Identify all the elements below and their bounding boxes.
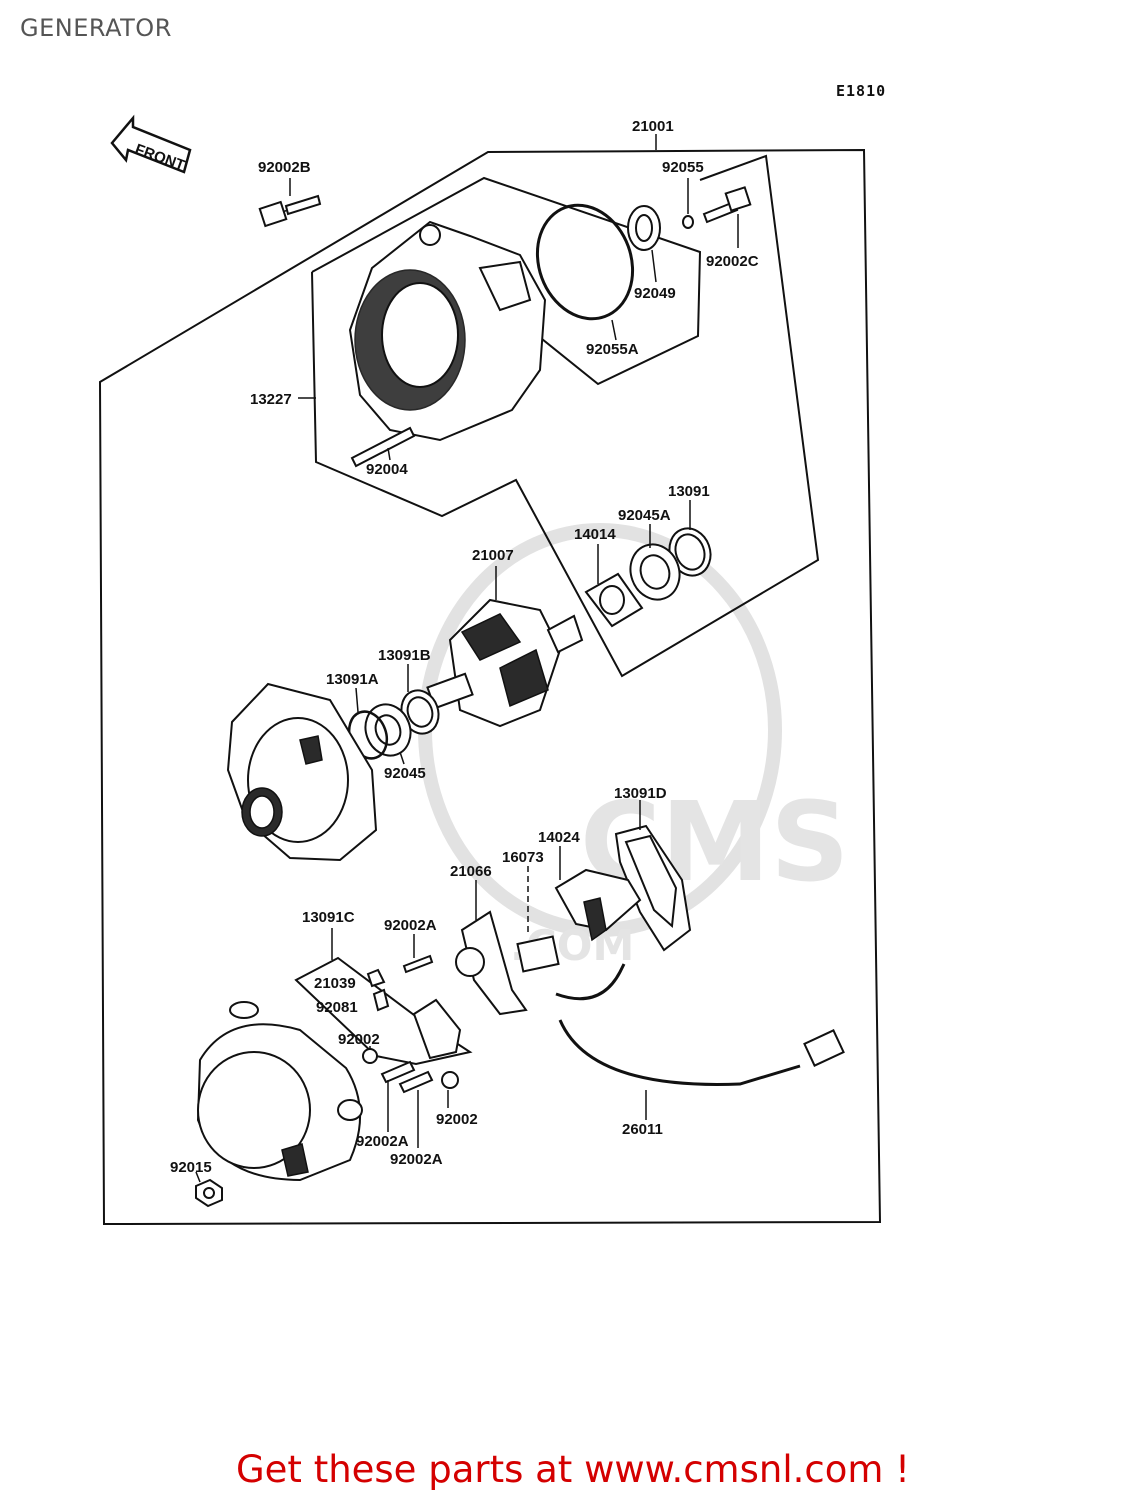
label-92081: 92081 <box>316 999 358 1016</box>
label-21066: 21066 <box>450 863 492 880</box>
brush-spring-parts <box>366 968 390 1012</box>
seal-92049 <box>627 205 661 283</box>
assembly-frame <box>98 148 882 1226</box>
label-92002-1: 92002 <box>338 1031 380 1048</box>
bracket-14024 <box>554 846 642 942</box>
generator-exploded-diagram: CMS .COM E1810 FRONT <box>98 82 886 1226</box>
label-13091C: 13091C <box>302 909 355 926</box>
label-21039: 21039 <box>314 975 356 992</box>
stud-92004 <box>350 426 416 468</box>
screw-92002A-2 <box>380 1060 416 1132</box>
label-92002-2: 92002 <box>436 1111 478 1128</box>
bolt-92002B <box>258 178 322 228</box>
label-26011: 26011 <box>622 1121 663 1138</box>
insulator-13091C <box>331 928 462 1060</box>
label-92002B: 92002B <box>258 159 311 176</box>
label-92055: 92055 <box>662 159 704 176</box>
label-13091: 13091 <box>668 483 710 500</box>
label-92002A-1: 92002A <box>384 917 437 934</box>
label-92002A-3: 92002A <box>390 1151 443 1168</box>
label-13091B: 13091B <box>378 647 431 664</box>
label-92045: 92045 <box>384 765 426 782</box>
page-title: GENERATOR <box>20 14 172 42</box>
label-21001: 21001 <box>632 118 674 135</box>
bolt-92002C <box>702 186 752 248</box>
label-14024: 14024 <box>538 829 580 846</box>
screw-92002-1 <box>362 1046 378 1064</box>
regulator-21066 <box>455 880 528 1016</box>
rear-housing-frame <box>311 176 702 386</box>
nut-92015 <box>195 1171 223 1208</box>
front-housing <box>226 682 378 862</box>
oring-92055A <box>535 203 635 341</box>
front-arrow-icon: FRONT <box>110 114 192 174</box>
ring-13091 <box>668 500 712 577</box>
screw-92002A-1 <box>402 934 434 974</box>
label-13091A: 13091A <box>326 671 379 688</box>
screw-92002-2 <box>441 1071 459 1108</box>
brush-16073 <box>516 866 560 973</box>
label-92002C: 92002C <box>706 253 759 270</box>
label-92004: 92004 <box>366 461 408 478</box>
ring-13091B <box>400 664 440 735</box>
label-21007: 21007 <box>472 547 514 564</box>
label-13091D: 13091D <box>614 785 667 802</box>
plate-14014 <box>584 544 644 628</box>
label-92049: 92049 <box>634 285 676 302</box>
screw-92002A-3 <box>398 1070 434 1148</box>
stator-housing-13227 <box>298 220 547 442</box>
label-92055A: 92055A <box>586 341 639 358</box>
rear-cover <box>196 1001 363 1182</box>
insulator-13091D <box>614 800 692 952</box>
rotor-21007 <box>426 566 584 728</box>
bearing-92045A <box>629 524 681 601</box>
label-13227: 13227 <box>250 391 292 408</box>
label-16073: 16073 <box>502 849 544 866</box>
label-92002A-2: 92002A <box>356 1133 409 1150</box>
stator-subgroup-frame <box>311 154 820 678</box>
label-92045A: 92045A <box>618 507 671 524</box>
lead-wire-26011 <box>555 963 845 1120</box>
oring-92055 <box>682 215 694 229</box>
label-14014: 14014 <box>574 526 616 543</box>
footer-cta-link[interactable]: Get these parts at www.cmsnl.com ! <box>235 1448 910 1491</box>
label-92015: 92015 <box>170 1159 212 1176</box>
diagram-code: E1810 <box>836 82 886 100</box>
